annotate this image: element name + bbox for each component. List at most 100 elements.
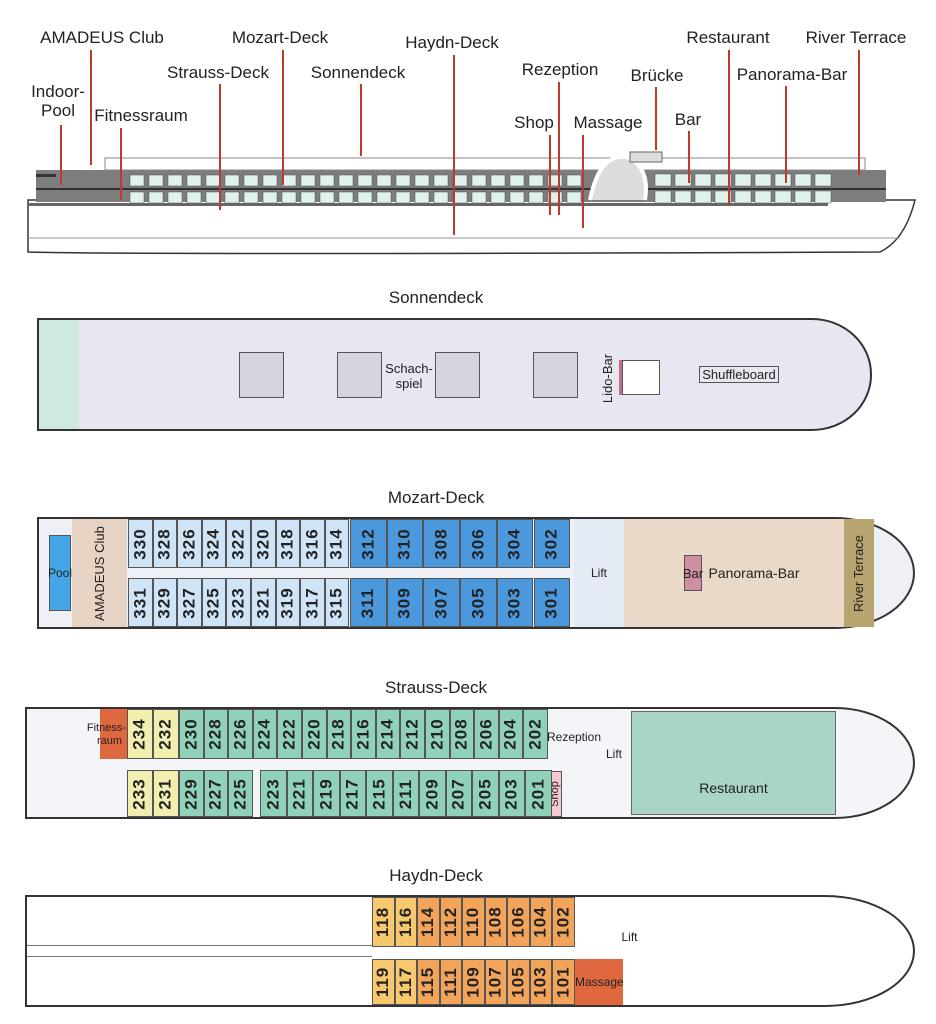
cabin-214[interactable]: 214 [375,709,401,759]
cabin-232[interactable]: 232 [153,709,179,759]
cabin-310[interactable]: 310 [386,519,424,568]
cabin-number: 110 [463,906,483,938]
cabin-314[interactable]: 314 [324,519,350,568]
window [357,191,373,204]
cabin-229[interactable]: 229 [179,770,204,817]
cabin-205[interactable]: 205 [472,770,499,817]
cabin-319[interactable]: 319 [275,578,301,627]
cabin-102[interactable]: 102 [552,897,575,947]
cabin-327[interactable]: 327 [177,578,202,627]
cabin-103[interactable]: 103 [529,959,552,1005]
cabin-115[interactable]: 115 [417,959,440,1005]
cabin-number: 326 [179,527,199,560]
cabin-116[interactable]: 116 [394,897,417,947]
cabin-209[interactable]: 209 [419,770,446,817]
cabin-318[interactable]: 318 [275,519,301,568]
cabin-110[interactable]: 110 [462,897,485,947]
cabin-112[interactable]: 112 [439,897,462,947]
window [694,190,712,204]
cabin-111[interactable]: 111 [439,959,462,1005]
cabin-328[interactable]: 328 [152,519,178,568]
cabin-207[interactable]: 207 [445,770,472,817]
window [148,174,164,187]
cabin-202[interactable]: 202 [523,709,548,759]
leader-line [655,87,657,150]
leader-line [120,128,122,200]
cabin-218[interactable]: 218 [326,709,352,759]
cabin-108[interactable]: 108 [484,897,507,947]
cabin-210[interactable]: 210 [425,709,450,759]
cabin-304[interactable]: 304 [496,519,534,568]
cabin-117[interactable]: 117 [394,959,417,1005]
window [414,191,430,204]
cabin-221[interactable]: 221 [286,770,313,817]
cabin-331[interactable]: 331 [128,578,153,627]
cabin-233[interactable]: 233 [127,770,153,817]
cabin-220[interactable]: 220 [302,709,327,759]
cabin-224[interactable]: 224 [252,709,278,759]
cabin-324[interactable]: 324 [201,519,227,568]
cabin-107[interactable]: 107 [484,959,507,1005]
cabin-308[interactable]: 308 [423,519,461,568]
window [814,190,832,204]
cabin-234[interactable]: 234 [127,709,153,759]
window [129,191,145,204]
cabin-303[interactable]: 303 [496,578,534,627]
cabin-228[interactable]: 228 [203,709,229,759]
window [243,174,259,187]
cabin-201[interactable]: 201 [525,770,552,817]
cabin-315[interactable]: 315 [324,578,350,627]
window [509,191,525,204]
cabin-330[interactable]: 330 [128,519,153,568]
cabin-number: 315 [327,586,347,619]
leader-line [282,50,284,185]
cabin-211[interactable]: 211 [392,770,419,817]
cabin-217[interactable]: 217 [339,770,366,817]
cabin-114[interactable]: 114 [417,897,440,947]
cabin-320[interactable]: 320 [251,519,276,568]
cabin-329[interactable]: 329 [152,578,178,627]
cabin-109[interactable]: 109 [462,959,485,1005]
cabin-231[interactable]: 231 [153,770,179,817]
cabin-226[interactable]: 226 [228,709,253,759]
cabin-number: 327 [179,586,199,619]
cabin-216[interactable]: 216 [351,709,376,759]
cabin-104[interactable]: 104 [529,897,552,947]
cabin-301[interactable]: 301 [533,578,571,627]
cabin-223[interactable]: 223 [260,770,287,817]
cabin-227[interactable]: 227 [203,770,229,817]
cabin-230[interactable]: 230 [179,709,204,759]
cabin-326[interactable]: 326 [177,519,202,568]
cabin-322[interactable]: 322 [226,519,251,568]
cabin-206[interactable]: 206 [474,709,499,759]
cabin-307[interactable]: 307 [423,578,461,627]
cabin-302[interactable]: 302 [533,519,571,568]
chess-label: spiel [395,376,423,391]
cabin-105[interactable]: 105 [507,959,530,1005]
cabin-222[interactable]: 222 [277,709,302,759]
cabin-309[interactable]: 309 [386,578,424,627]
cabin-317[interactable]: 317 [300,578,325,627]
cabin-225[interactable]: 225 [228,770,253,817]
cabin-number: 117 [395,966,415,998]
cabin-215[interactable]: 215 [366,770,393,817]
cabin-316[interactable]: 316 [300,519,325,568]
cabin-305[interactable]: 305 [460,578,497,627]
cabin-106[interactable]: 106 [507,897,530,947]
cabin-323[interactable]: 323 [226,578,251,627]
cabin-208[interactable]: 208 [449,709,475,759]
cabin-321[interactable]: 321 [251,578,276,627]
cabin-203[interactable]: 203 [498,770,525,817]
cabin-101[interactable]: 101 [552,959,575,1005]
cabin-118[interactable]: 118 [372,897,395,947]
cabin-312[interactable]: 312 [350,519,387,568]
cabin-212[interactable]: 212 [400,709,425,759]
cabin-311[interactable]: 311 [350,578,387,627]
cabin-306[interactable]: 306 [460,519,497,568]
cabin-119[interactable]: 119 [372,959,395,1005]
cabin-219[interactable]: 219 [313,770,340,817]
cabin-204[interactable]: 204 [498,709,524,759]
cabin-325[interactable]: 325 [201,578,227,627]
cabin-number: 320 [253,527,273,560]
